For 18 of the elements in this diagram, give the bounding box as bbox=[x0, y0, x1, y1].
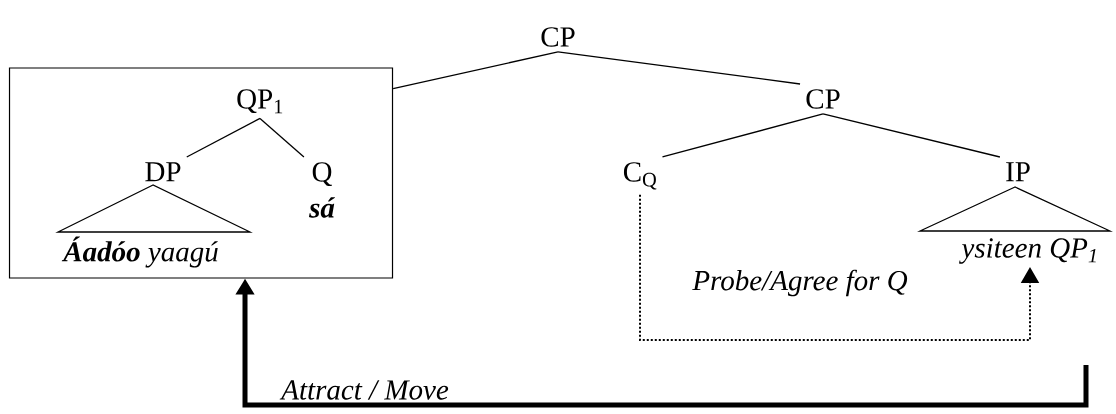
tree-branch bbox=[186, 117, 261, 158]
tree-label: QP$_{1}$ bbox=[237, 89, 283, 114]
node-label: Áadóo yaagú bbox=[61, 236, 218, 268]
tree-label: C$_{Q}$ bbox=[623, 162, 657, 190]
tree-branch bbox=[259, 117, 305, 158]
tree-label: CP bbox=[541, 27, 575, 47]
tree-label: Q sá bbox=[308, 162, 335, 218]
tree-branch bbox=[822, 113, 1001, 158]
framed-box bbox=[8, 67, 394, 279]
tree-label: IP bbox=[1006, 162, 1030, 182]
tree-label: DP bbox=[145, 162, 181, 182]
tree-branch bbox=[661, 113, 824, 158]
edge-label: Probe/Agree for Q bbox=[691, 268, 909, 298]
tree-branch bbox=[557, 51, 801, 85]
edge-label: Attract / Move bbox=[279, 379, 450, 401]
tree-branch bbox=[392, 51, 559, 90]
tree-label: CP bbox=[806, 89, 840, 109]
node-label: ysiteen QP$_{1}$ bbox=[959, 238, 1096, 264]
